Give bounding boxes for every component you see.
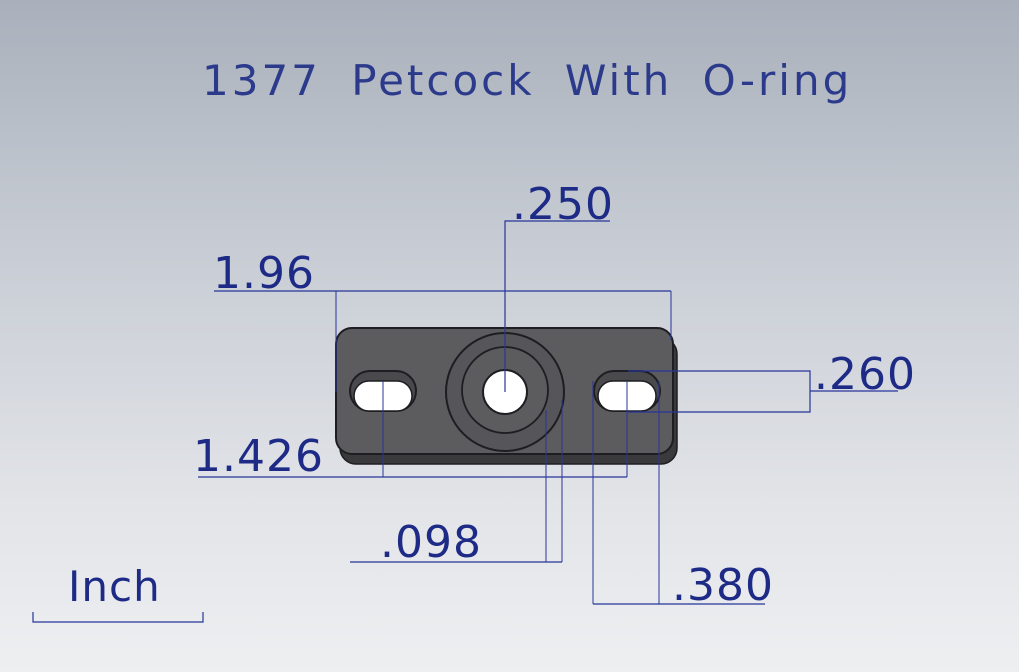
petcock-part [335,327,678,465]
dim-text-overall-width: 1.96 [213,248,315,299]
dim-text-right-side: .260 [814,349,916,400]
dim-text-bottom-center: .098 [380,517,482,568]
dim-line-top-center [504,220,610,392]
dimension-lines [32,220,898,623]
dim-text-slot-spacing: 1.426 [193,431,324,482]
units-bracket [32,612,204,623]
dim-text-top-center: .250 [512,179,614,230]
dim-text-bottom-right: .380 [672,560,774,611]
drawing-title: 1377 Petcock With O-ring [202,56,852,105]
units-label: Inch [68,562,161,611]
